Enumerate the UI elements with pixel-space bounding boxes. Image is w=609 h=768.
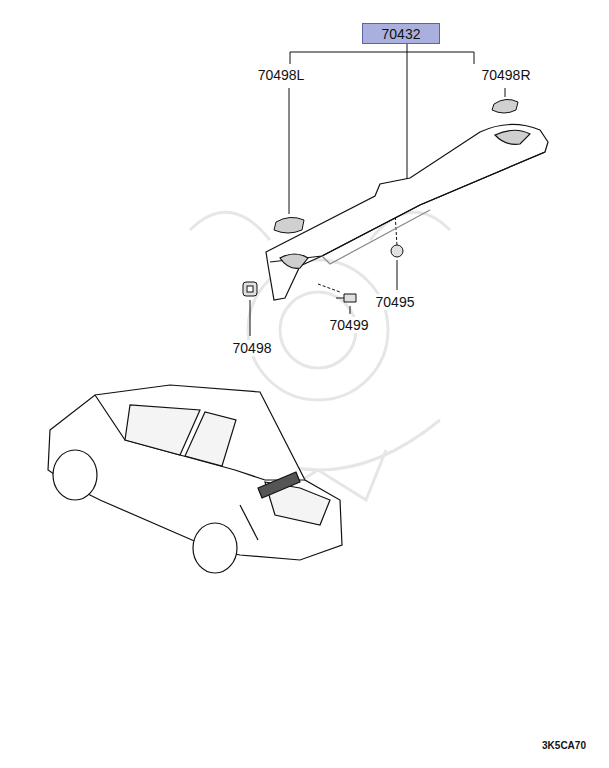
callout-number: 70499 xyxy=(329,317,370,333)
diagram-code: 3K5CA70 xyxy=(541,740,587,752)
callout-number: 70498 xyxy=(232,340,273,356)
vehicle-sketch xyxy=(48,385,342,573)
callout-number: 70495 xyxy=(375,294,416,310)
callout-number: 70498L xyxy=(257,67,306,83)
callout-number: 70498R xyxy=(480,67,531,83)
part-pads xyxy=(243,99,518,302)
part-number: 70432 xyxy=(382,26,421,42)
part-number-box: 70432 xyxy=(362,23,440,44)
spoiler xyxy=(266,124,548,300)
